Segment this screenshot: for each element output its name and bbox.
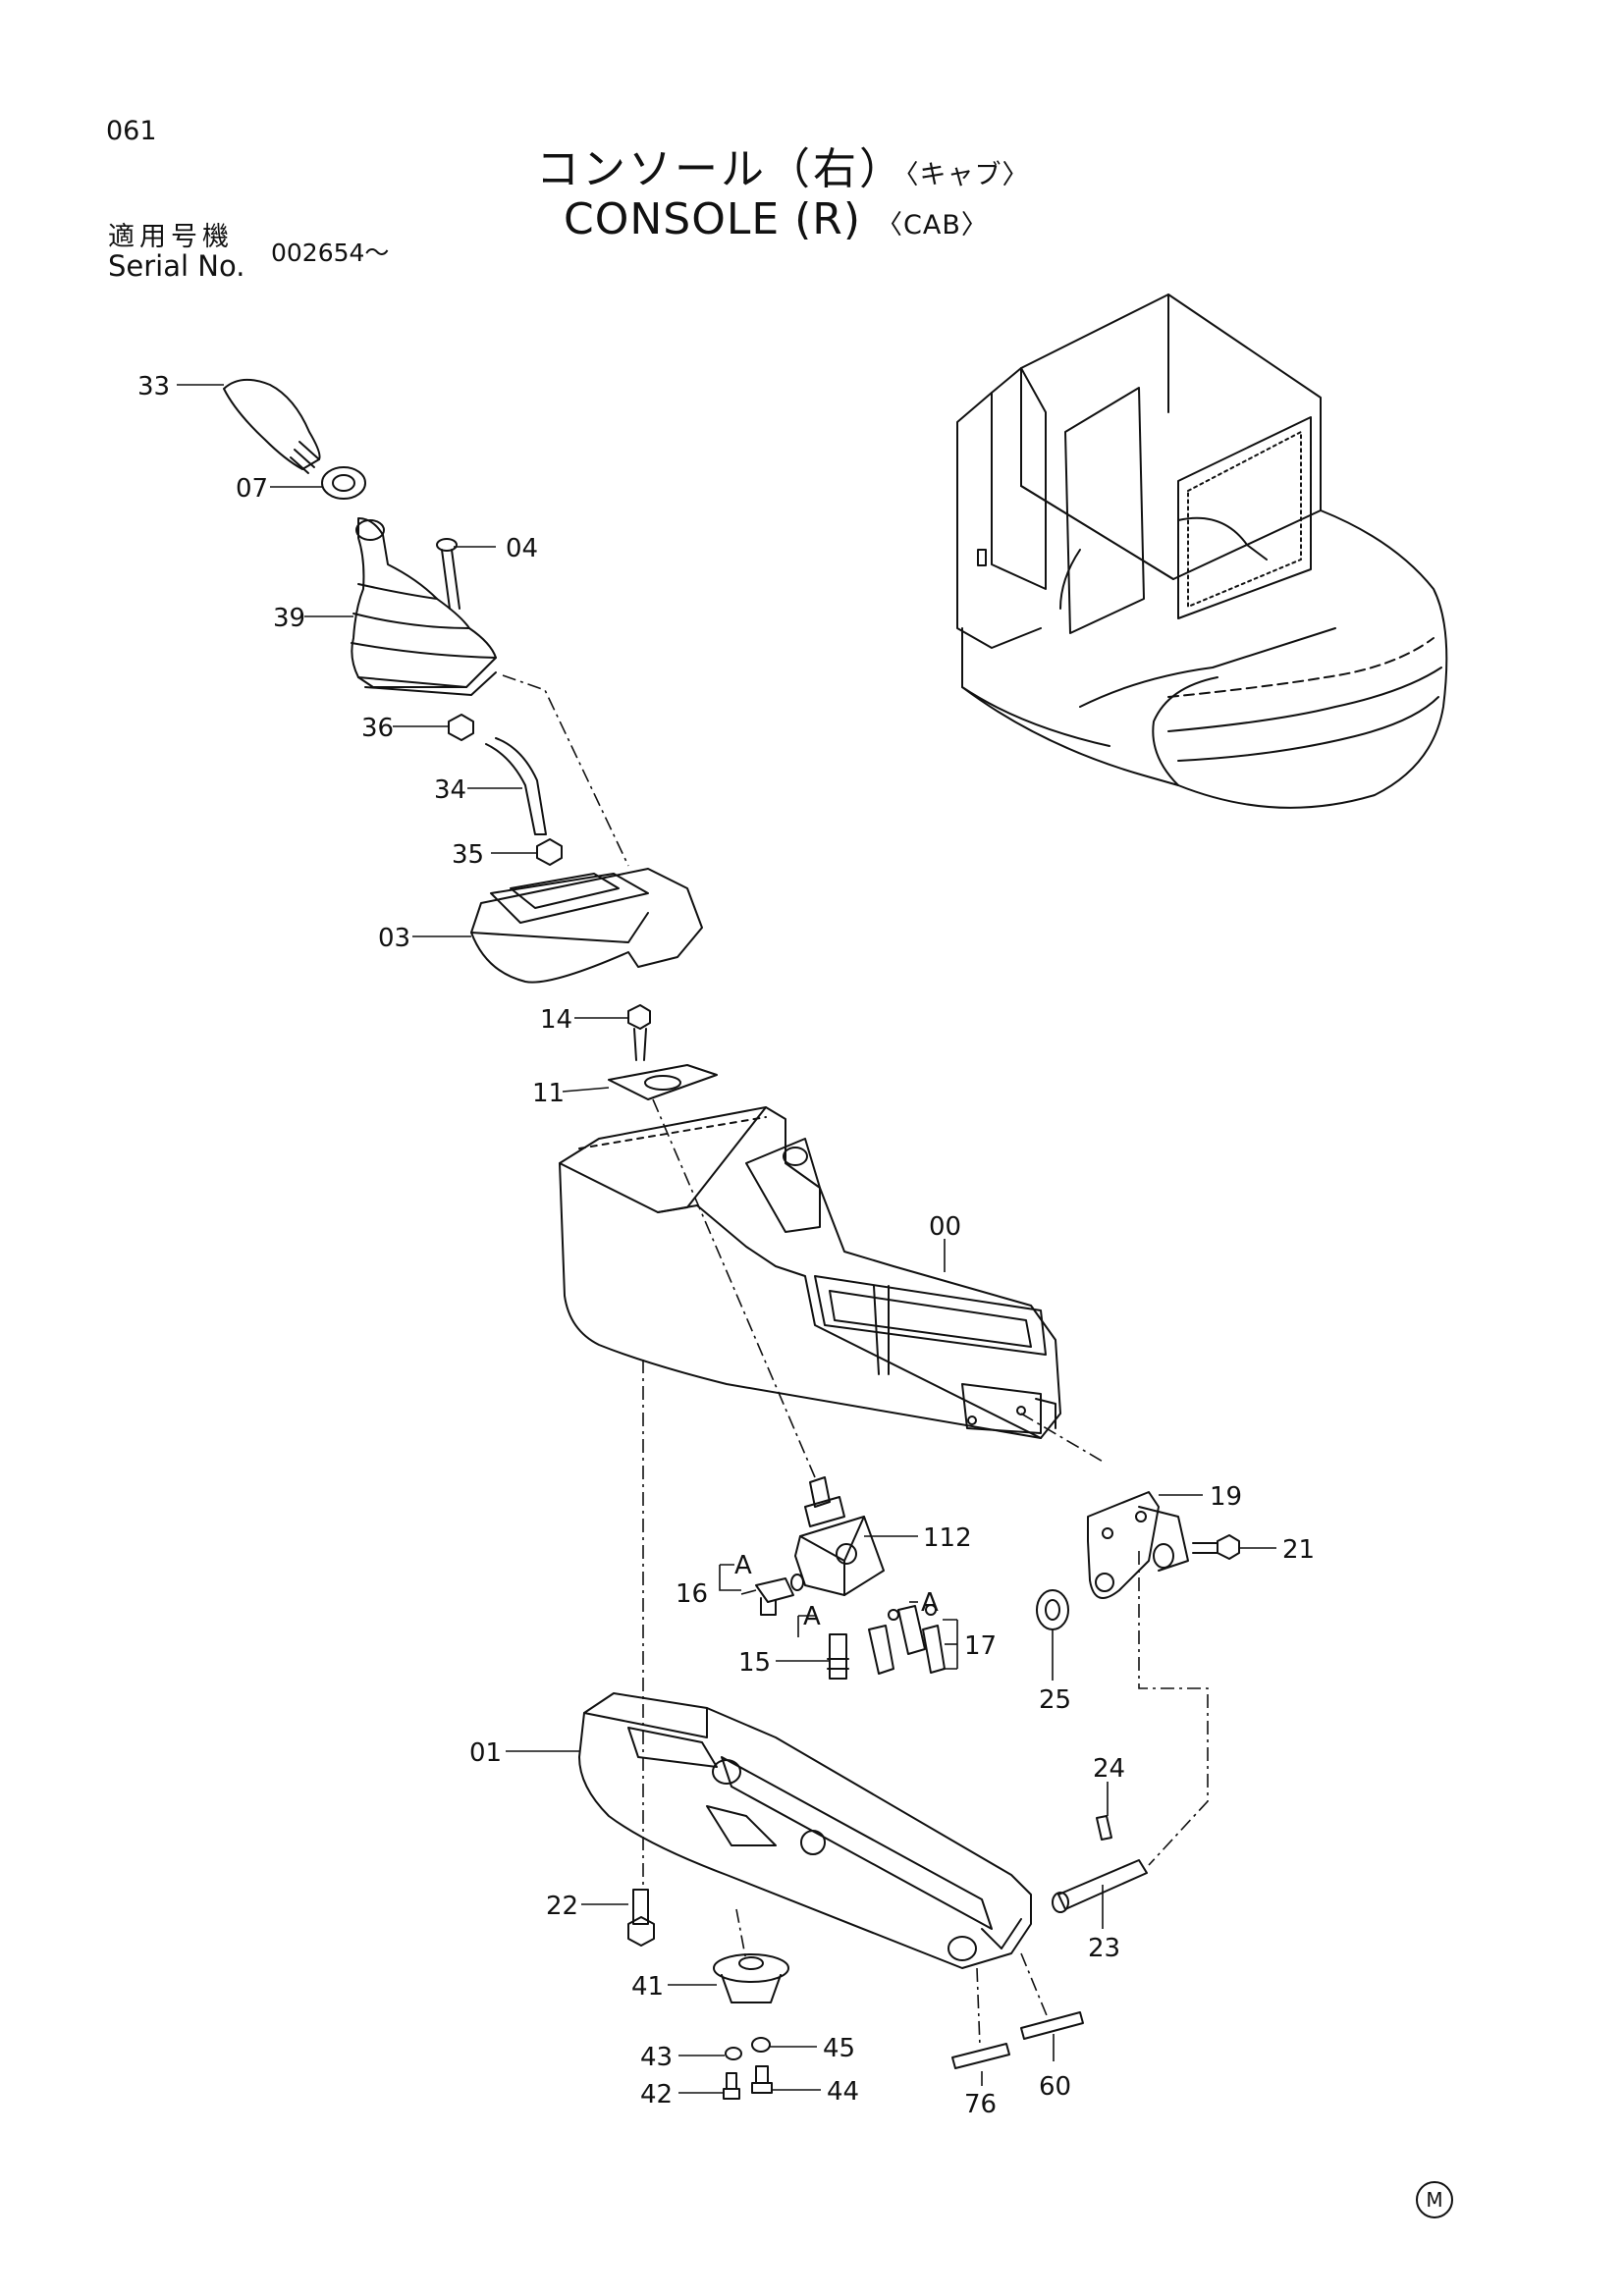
serial-number-value: 002654～ — [271, 239, 390, 267]
part-label-00: 00 — [929, 1212, 961, 1242]
title-english: CONSOLE (R) 〈CAB〉 — [564, 194, 989, 244]
console-upper-00-illustration — [559, 1106, 1061, 1439]
part-label-23: 23 — [1088, 1934, 1120, 1963]
part-label-15: 15 — [738, 1648, 771, 1678]
pilot-valve-112-illustration — [794, 1476, 885, 1596]
part-label-17: 17 — [964, 1631, 997, 1661]
page-number: 061 — [106, 116, 157, 146]
screw-04-illustration — [436, 538, 460, 610]
cover-03-illustration — [470, 868, 703, 984]
plate-11-illustration — [608, 1064, 718, 1100]
washer-45-illustration — [751, 2037, 771, 2053]
nut-35-illustration — [536, 838, 563, 866]
part-label-21: 21 — [1282, 1535, 1315, 1565]
part-label-16: 16 — [676, 1579, 708, 1609]
part-label-76: 76 — [964, 2090, 997, 2119]
callout-a-16: A — [734, 1551, 752, 1580]
serial-label-japanese: 適用号機 — [108, 222, 234, 252]
part-label-39: 39 — [273, 604, 305, 633]
part-label-42: 42 — [640, 2080, 673, 2109]
part-label-35: 35 — [452, 840, 484, 870]
part-label-34: 34 — [434, 775, 466, 805]
title-en-main: CONSOLE (R) — [564, 194, 862, 244]
part-label-36: 36 — [361, 714, 394, 743]
part-label-33: 33 — [137, 372, 170, 401]
bracket-19-illustration — [1087, 1491, 1189, 1599]
screw-44-illustration — [751, 2065, 773, 2094]
mount-41-illustration — [713, 1953, 789, 2003]
ring-07-illustration — [321, 466, 366, 500]
part-label-25: 25 — [1039, 1685, 1071, 1715]
callout-a-17: A — [921, 1588, 939, 1618]
strip-60-illustration — [1020, 2011, 1084, 2040]
washer-25-illustration — [1036, 1589, 1069, 1630]
part-label-44: 44 — [827, 2077, 859, 2107]
fitting-15-illustration — [827, 1633, 849, 1680]
part-label-03: 03 — [378, 924, 410, 953]
part-label-14: 14 — [540, 1005, 572, 1035]
washer-43-illustration — [725, 2047, 742, 2060]
bolt-22-illustration — [627, 1889, 655, 1947]
nut-36-illustration — [448, 714, 474, 741]
part-label-01: 01 — [469, 1738, 502, 1768]
fittings-17-illustration — [868, 1604, 946, 1675]
bolt-14-illustration — [627, 1004, 651, 1061]
part-label-04: 04 — [506, 534, 538, 563]
console-lower-01-illustration — [578, 1692, 1032, 1969]
rod-34-illustration — [485, 737, 547, 835]
part-label-43: 43 — [640, 2043, 673, 2072]
pin-24-illustration — [1096, 1815, 1112, 1841]
part-label-112: 112 — [923, 1523, 972, 1553]
title-en-variant: 〈CAB〉 — [876, 210, 989, 240]
title-japanese: コンソール（右）〈キャブ〉 — [536, 133, 1030, 196]
bolt-21-illustration — [1192, 1534, 1240, 1560]
part-label-45: 45 — [823, 2034, 855, 2063]
screw-42-illustration — [723, 2072, 740, 2100]
part-label-60: 60 — [1039, 2072, 1071, 2102]
grip-33-illustration — [223, 378, 321, 474]
manufacturer-mark: M — [1416, 2181, 1453, 2218]
strip-76-illustration — [951, 2043, 1010, 2069]
part-label-24: 24 — [1093, 1754, 1125, 1784]
part-label-41: 41 — [631, 1972, 664, 2002]
part-label-19: 19 — [1210, 1482, 1242, 1512]
title-jp-variant: 〈キャブ〉 — [905, 160, 1030, 190]
callout-a-15: A — [803, 1602, 821, 1631]
boot-39-illustration — [351, 517, 497, 696]
fitting-16-illustration — [755, 1574, 804, 1616]
excavator-cab-illustration — [956, 294, 1448, 809]
part-label-22: 22 — [546, 1892, 578, 1921]
title-jp-main: コンソール（右） — [536, 144, 905, 194]
serial-label-english: Serial No. — [108, 249, 245, 283]
tube-23-illustration — [1052, 1859, 1148, 1913]
part-label-07: 07 — [236, 474, 268, 504]
part-label-11: 11 — [532, 1079, 565, 1108]
